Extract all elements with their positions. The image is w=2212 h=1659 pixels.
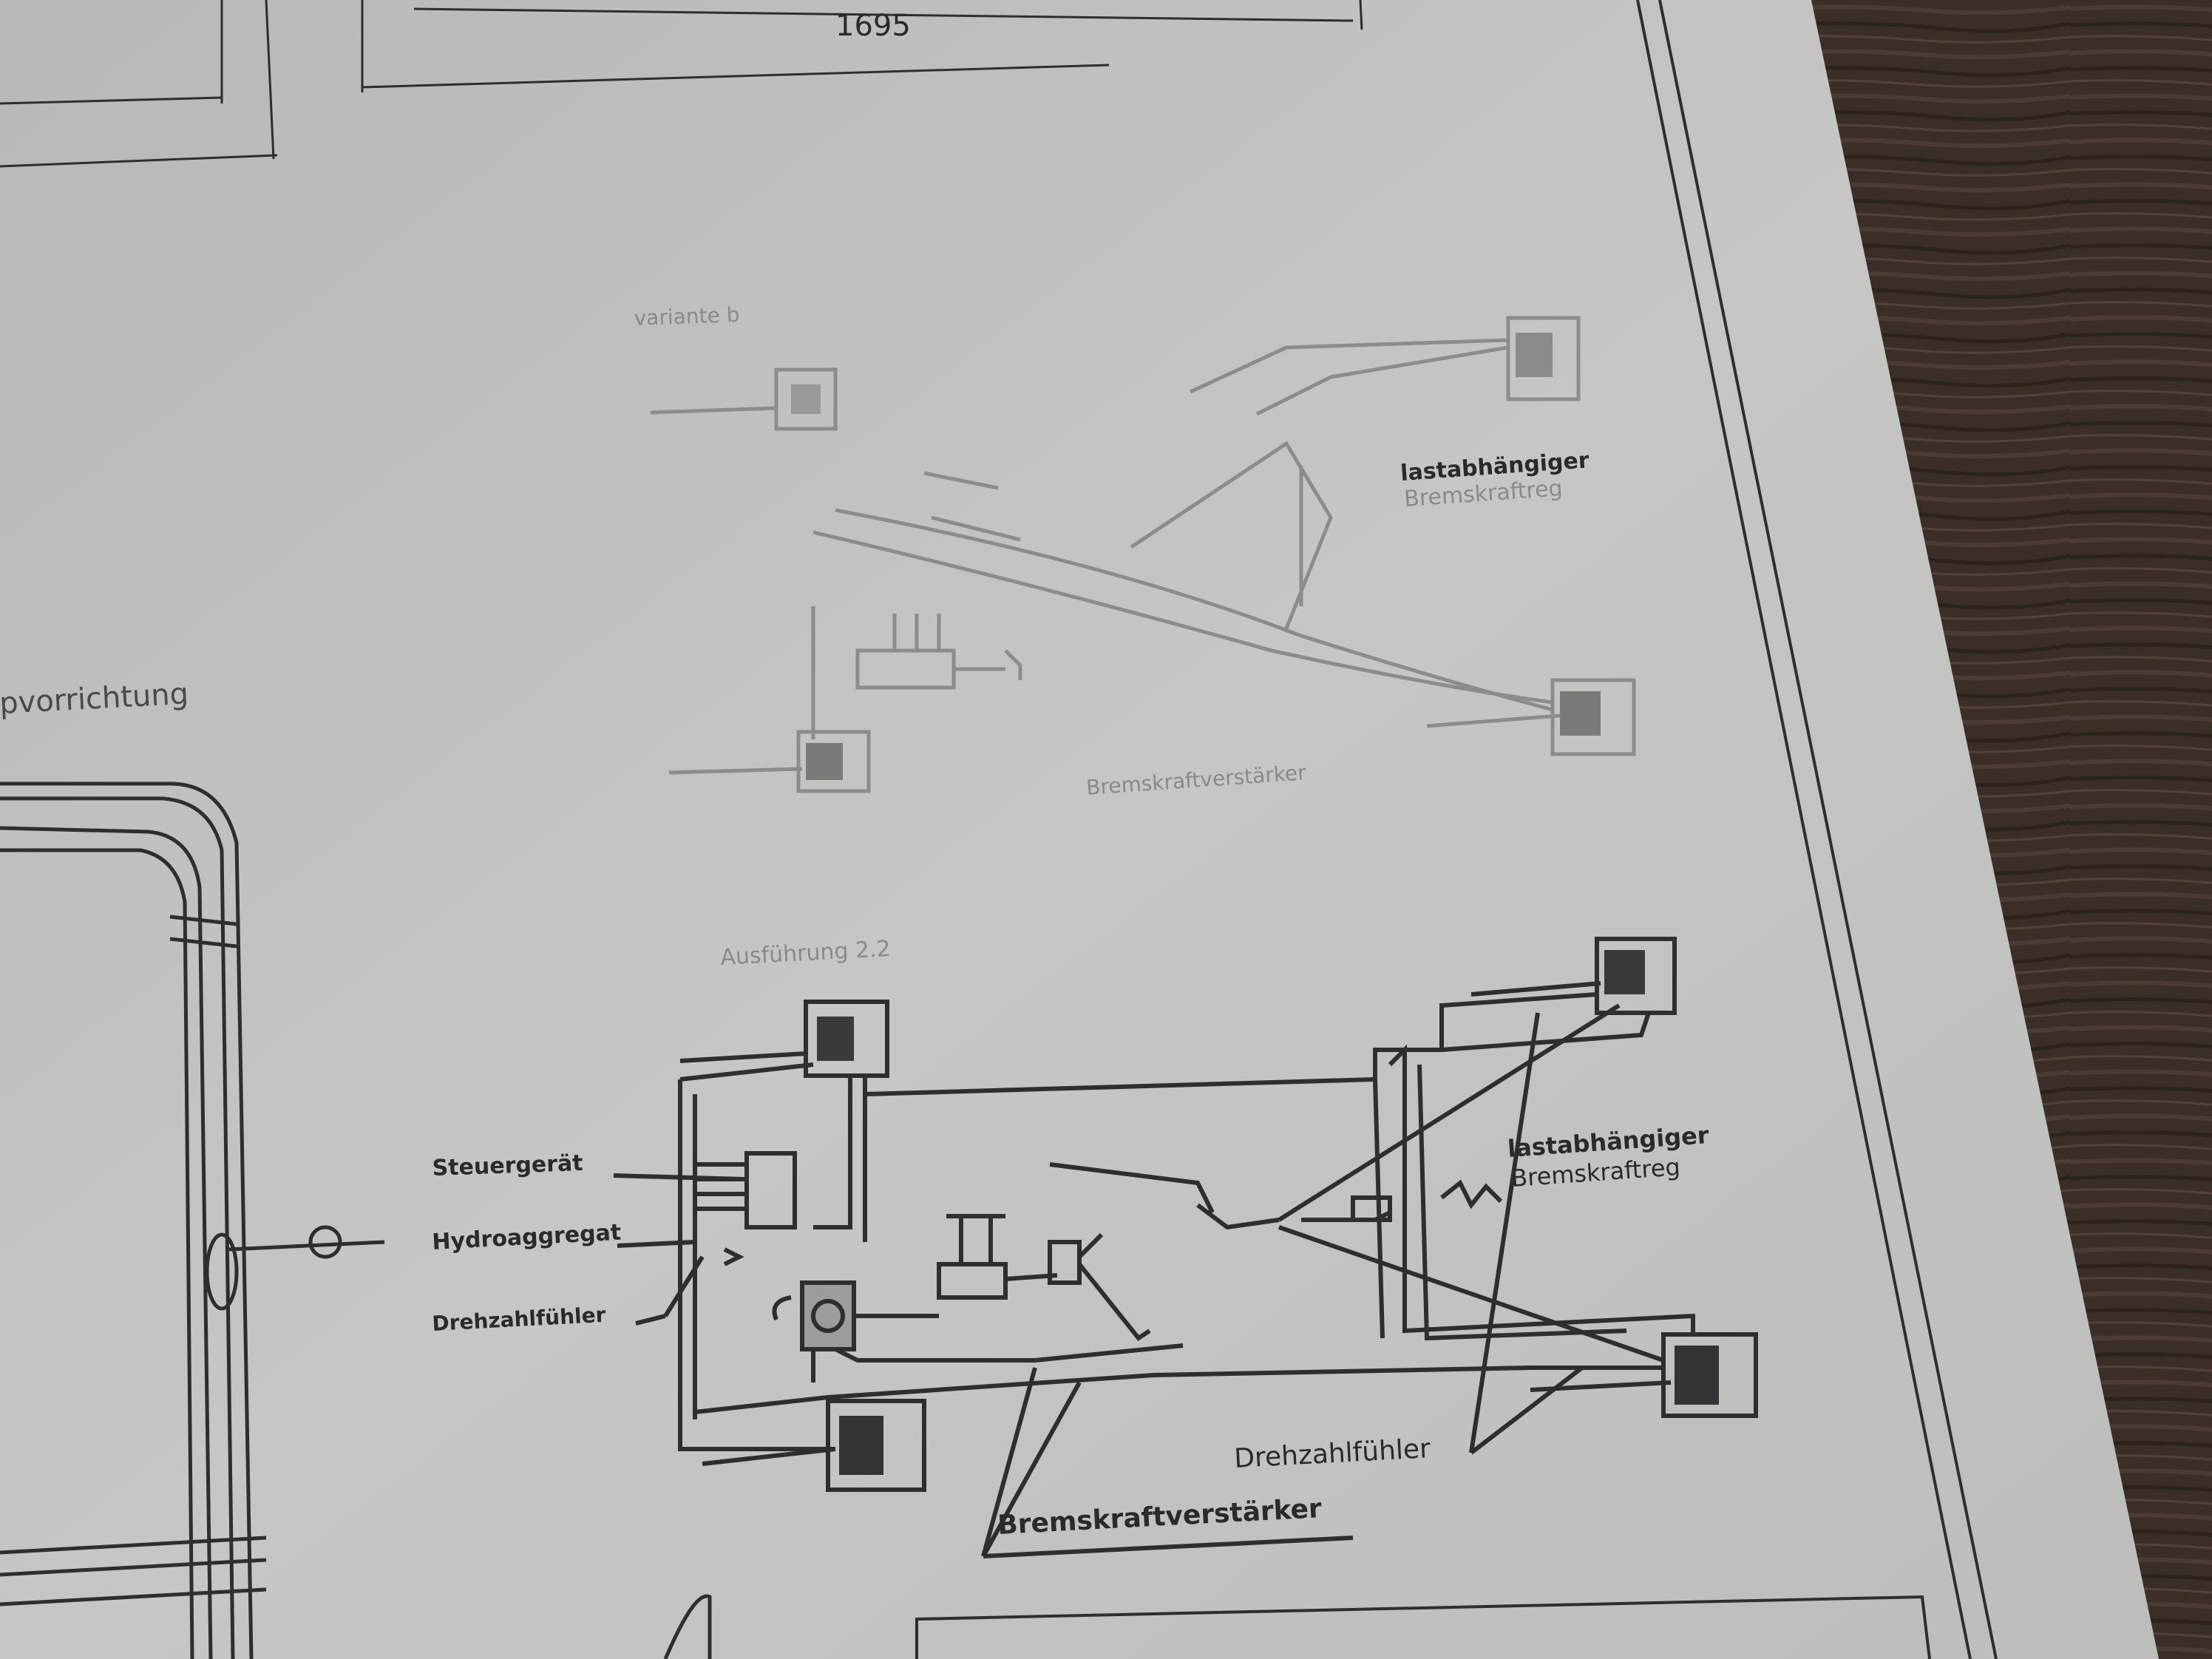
lower-diagram [613, 937, 1758, 1558]
control-unit-label: Steuergerät [432, 1150, 583, 1181]
dimension-lines [0, 0, 1363, 168]
dimension-value: 1695 [835, 9, 911, 43]
upper-diagram [650, 316, 1636, 793]
paper-sheet [0, 0, 2159, 1659]
window-frame-drawing [0, 781, 712, 1659]
variant-b-label: variante b [634, 302, 740, 330]
title-block-lines [915, 1595, 1931, 1659]
frame-border [1636, 0, 1998, 1659]
